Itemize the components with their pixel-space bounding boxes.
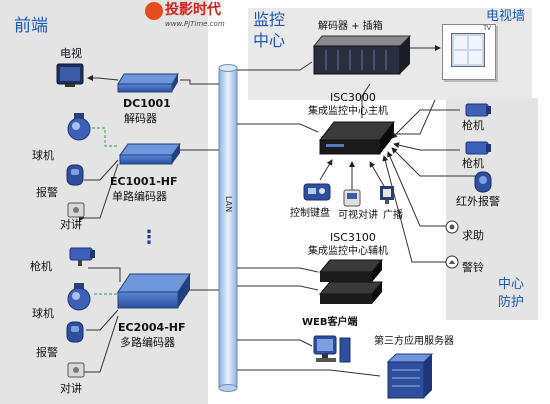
wire-dc1001-tv	[87, 75, 119, 81]
wire-gun-r1	[391, 109, 460, 139]
isc3000-desc: 集成监控中心主机	[308, 106, 388, 117]
wire-alarm2-ec2004	[86, 309, 119, 331]
intercom-icon	[67, 202, 85, 218]
help-button-icon	[445, 220, 459, 234]
ec2004-device-icon	[117, 273, 191, 309]
wire-ir-alarm	[391, 147, 476, 177]
isc3100-aux-icon	[318, 259, 384, 304]
lan-bus	[218, 64, 238, 392]
talk1-label: 对讲	[60, 218, 82, 231]
section-front: 前端	[14, 16, 48, 36]
wire-lan-isc3100-1	[237, 267, 319, 273]
ball-camera-icon	[67, 283, 91, 311]
tv-label: 电视	[60, 47, 82, 60]
vtalk-label: 可视对讲	[338, 210, 378, 221]
gun-r1-label: 枪机	[462, 119, 484, 132]
wire-lan-isc3100-2	[237, 285, 319, 291]
gun-front-label: 枪机	[30, 260, 52, 273]
ec1001-model: EC1001-HF	[110, 175, 178, 188]
bell-label: 警铃	[462, 261, 484, 274]
section-tvwall: 电视墙	[486, 9, 526, 24]
wire-talk2-ec2004	[77, 315, 119, 375]
watermark-circle	[145, 2, 163, 20]
isc3000-host-icon	[318, 121, 396, 155]
isc3000-model: ISC3000	[330, 91, 376, 104]
watermark-title: 投影时代	[165, 2, 221, 18]
wire-gun-r2	[393, 142, 460, 151]
keyboard-icon	[303, 183, 331, 201]
server-icon	[386, 353, 434, 399]
wire-lan-web	[237, 339, 313, 347]
help-label: 求助	[462, 229, 484, 242]
wire-lan-isc3000	[237, 123, 319, 133]
lan-label: LAN	[224, 196, 233, 213]
alarm-icon	[66, 164, 84, 186]
bell-icon	[445, 255, 459, 269]
wire-bell	[382, 155, 446, 263]
tv-wall-screen	[451, 33, 485, 67]
intercom-icon	[67, 362, 85, 378]
gun-camera-icon	[69, 247, 95, 266]
ball-camera-icon	[67, 113, 91, 141]
ec1001-device-icon	[119, 143, 181, 165]
wire-alarm1-ec1001	[84, 159, 119, 181]
video-intercom-icon	[343, 189, 361, 207]
wire-talk1-ec1001	[79, 163, 119, 221]
isc3100-model: ISC3100	[330, 231, 376, 244]
broadcast-icon	[380, 186, 394, 204]
keyboard-label: 控制键盘	[290, 208, 330, 219]
ec2004-model: EC2004-HF	[118, 321, 186, 334]
watermark-logo: 投影时代 www.PjTime.com	[145, 2, 245, 32]
alarm-icon	[66, 321, 84, 343]
section-monitor-line1: 监控	[253, 10, 286, 29]
gun-camera-icon	[465, 141, 491, 155]
tv-wall-icon: TV	[442, 24, 496, 80]
more-devices-dots: ⋮	[140, 227, 158, 248]
wire-lan-server	[237, 369, 381, 377]
talk2-label: 对讲	[60, 382, 82, 395]
third-party-server-label: 第三方应用服务器	[374, 336, 454, 347]
alarm2-label: 报警	[36, 346, 58, 359]
ir-alarm-label: 红外报警	[456, 195, 500, 208]
dc1001-model: DC1001	[123, 97, 171, 110]
wire-ball1-ec1001	[92, 127, 118, 147]
ball2-label: 球机	[32, 307, 54, 320]
alarm1-label: 报警	[36, 186, 58, 199]
ir-alarm-icon	[474, 171, 492, 193]
web-client-label: WEB客户端	[302, 317, 358, 328]
wire-help	[387, 151, 446, 227]
wire-gun-ec2004	[88, 267, 121, 282]
gun-r2-label: 枪机	[462, 157, 484, 170]
section-center-line1: 中心	[498, 277, 525, 292]
ec1001-desc: 单路编码器	[112, 190, 167, 203]
wire-lan-dc1001	[180, 79, 219, 85]
isc3100-desc: 集成监控中心辅机	[308, 246, 388, 257]
wire-lan-decoder	[237, 61, 313, 71]
ball1-label: 球机	[32, 149, 54, 162]
front-end-panel	[0, 0, 208, 404]
wire-broadcast	[369, 161, 385, 187]
decoder-chassis-icon	[312, 35, 412, 75]
dc1001-device-icon	[117, 73, 179, 93]
wire-keyboard	[319, 159, 333, 181]
dc1001-desc: 解码器	[124, 112, 157, 125]
wire-isc3000-tvwall	[392, 99, 436, 135]
web-client-icon	[313, 335, 351, 363]
tv-wall-tag: TV	[483, 25, 491, 32]
watermark-url: www.PjTime.com	[165, 20, 225, 28]
center-protection-panel	[446, 98, 538, 320]
section-center-line2: 防护	[498, 295, 525, 310]
section-monitor-line2: 中心	[253, 31, 286, 50]
decoder-box-label: 解码器 + 插箱	[318, 21, 383, 32]
wire-isc3000-decoder	[361, 83, 371, 118]
gun-camera-icon	[465, 103, 491, 117]
ec2004-desc: 多路编码器	[120, 336, 175, 349]
tv-icon	[56, 63, 84, 87]
broadcast-label: 广播	[383, 210, 403, 221]
